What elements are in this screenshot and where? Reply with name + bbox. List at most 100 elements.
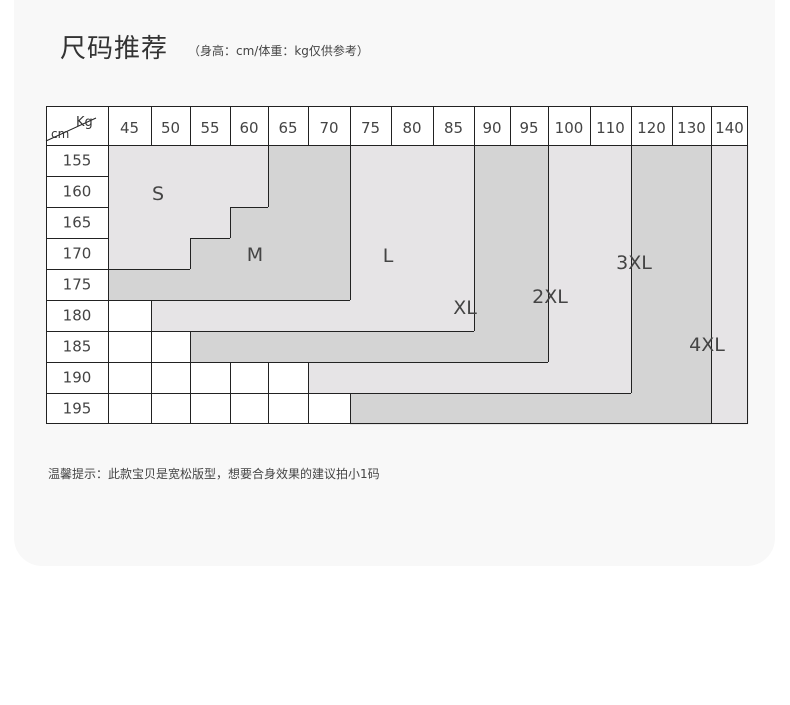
size-cell [510, 176, 549, 208]
page-subtitle: （身高：cm/体重：kg仅供参考） [188, 44, 369, 58]
size-cell [433, 176, 475, 208]
size-cell [631, 331, 673, 363]
size-label-m: M [247, 244, 263, 266]
size-cell [108, 238, 152, 270]
size-cell [350, 145, 392, 177]
size-cell [631, 238, 673, 270]
weight-label: 60 [239, 119, 258, 137]
size-cell [350, 176, 392, 208]
page-title: 尺码推荐 [60, 34, 169, 64]
size-cell [548, 393, 591, 425]
size-cell [510, 393, 549, 425]
size-cell [711, 269, 749, 301]
size-cell [391, 393, 434, 425]
size-cell [433, 300, 475, 332]
weight-label: 140 [715, 119, 744, 137]
size-cell [308, 362, 351, 394]
size-cell [510, 269, 549, 301]
size-cell [151, 269, 191, 301]
weight-label: 85 [444, 119, 463, 137]
height-label: 180 [63, 307, 92, 325]
size-cell [108, 331, 152, 363]
size-cell [590, 269, 632, 301]
height-label: 175 [63, 276, 92, 294]
size-cell [350, 331, 392, 363]
size-label-3xl: 3XL [616, 252, 652, 274]
size-cell [590, 331, 632, 363]
size-cell [474, 300, 511, 332]
size-cell [350, 238, 392, 270]
size-cell [268, 269, 309, 301]
size-cell [108, 393, 152, 425]
corner-diagonal [45, 117, 97, 142]
size-cell [308, 331, 351, 363]
size-cell [510, 331, 549, 363]
table-border [46, 106, 748, 424]
size-cell [672, 300, 712, 332]
size-cell [631, 269, 673, 301]
size-cell [108, 269, 152, 301]
size-cell [190, 145, 231, 177]
size-cell [230, 393, 269, 425]
size-cell [590, 362, 632, 394]
size-cell [672, 269, 712, 301]
size-cell [230, 207, 269, 239]
size-cell [391, 362, 434, 394]
size-label-xl: XL [453, 297, 477, 319]
size-cell [190, 207, 231, 239]
size-cell [548, 207, 591, 239]
size-cell [631, 362, 673, 394]
size-cell [308, 176, 351, 208]
size-cell [268, 145, 309, 177]
size-cell [350, 300, 392, 332]
size-cell [268, 362, 309, 394]
size-cell [230, 269, 269, 301]
size-label-l: L [383, 245, 394, 267]
size-cell [548, 300, 591, 332]
size-cell [433, 362, 475, 394]
size-cell [230, 300, 269, 332]
size-cell [230, 362, 269, 394]
size-cell [151, 176, 191, 208]
size-cell [590, 176, 632, 208]
size-cell [190, 393, 231, 425]
height-label: 185 [63, 338, 92, 356]
weight-label: 50 [161, 119, 180, 137]
size-cell [510, 207, 549, 239]
size-cell [308, 145, 351, 177]
size-cell [190, 362, 231, 394]
weight-label: 45 [120, 119, 139, 137]
size-cell [672, 238, 712, 270]
size-cell [433, 207, 475, 239]
size-cell [433, 269, 475, 301]
height-label: 170 [63, 245, 92, 263]
size-cell [474, 362, 511, 394]
height-label: 160 [63, 183, 92, 201]
size-cell [151, 300, 191, 332]
size-cell [230, 145, 269, 177]
size-cell [151, 393, 191, 425]
size-cell [308, 238, 351, 270]
size-cell [711, 176, 749, 208]
corner-kg-label: Kg [76, 115, 93, 130]
corner-cm-label: cm [51, 127, 69, 141]
size-cell [151, 238, 191, 270]
size-cell [474, 269, 511, 301]
size-cell [391, 145, 434, 177]
size-cell [151, 145, 191, 177]
size-cell [711, 238, 749, 270]
size-label-4xl: 4XL [689, 334, 725, 356]
size-label-2xl: 2XL [532, 286, 568, 308]
size-cell [268, 207, 309, 239]
size-cell [548, 331, 591, 363]
size-cell [108, 300, 152, 332]
size-cell [672, 145, 712, 177]
size-cell [268, 176, 309, 208]
size-cell [151, 362, 191, 394]
size-cell [433, 393, 475, 425]
size-cell [108, 145, 152, 177]
size-cell [391, 176, 434, 208]
size-cell [548, 238, 591, 270]
size-cell [548, 269, 591, 301]
